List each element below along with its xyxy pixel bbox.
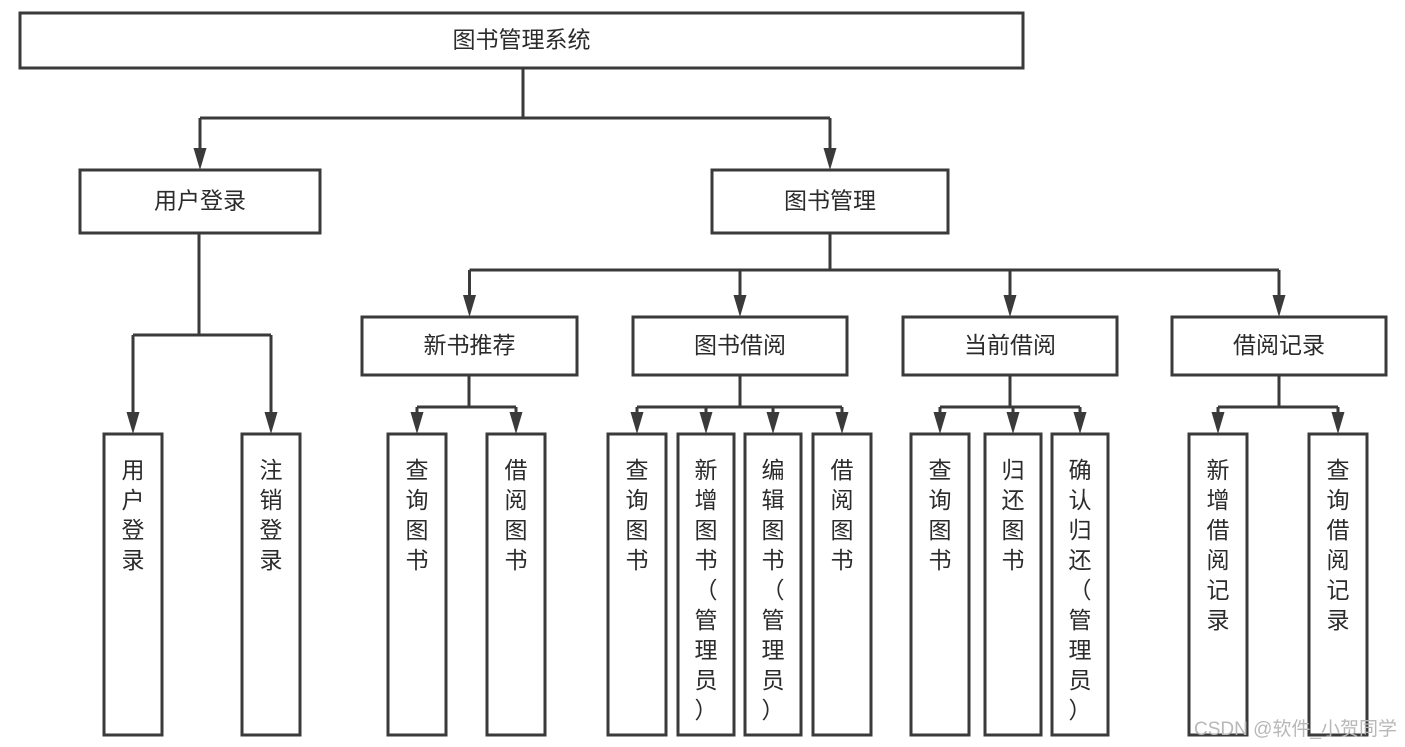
node-label: 用户登录 bbox=[122, 457, 145, 573]
node-label: 归还图书 bbox=[1002, 457, 1025, 573]
connector-arrowhead bbox=[766, 412, 780, 434]
node-leaf-7[interactable]: 借阅图书 bbox=[811, 432, 873, 737]
node-label: 当前借阅 bbox=[964, 332, 1056, 358]
node-label: 查询图书 bbox=[626, 457, 649, 573]
node-label: 借阅图书 bbox=[831, 457, 854, 573]
node-box[interactable] bbox=[983, 432, 1043, 737]
node-box[interactable] bbox=[811, 432, 873, 737]
node-leaf-0[interactable]: 用户登录 bbox=[102, 432, 164, 737]
node-leaf-8[interactable]: 查询图书 bbox=[909, 432, 971, 737]
connector-arrowhead bbox=[699, 412, 713, 434]
node-label: 查询图书 bbox=[929, 457, 952, 573]
connector-arrowhead bbox=[1003, 295, 1017, 317]
node-box[interactable] bbox=[901, 315, 1119, 377]
node-leaf-6[interactable]: 编辑图书（管理员） bbox=[743, 432, 803, 737]
node-box[interactable] bbox=[386, 432, 448, 737]
node-box[interactable] bbox=[1050, 432, 1110, 737]
node-label: 借阅图书 bbox=[505, 457, 528, 573]
node-level3-0[interactable]: 新书推荐 bbox=[360, 315, 579, 377]
connector-arrowhead bbox=[1006, 412, 1020, 434]
node-box[interactable] bbox=[78, 168, 322, 235]
node-label: 图书管理 bbox=[784, 188, 876, 214]
node-leaf-10[interactable]: 确认归还（管理员） bbox=[1050, 432, 1110, 737]
node-leaf-12[interactable]: 查询借阅记录 bbox=[1307, 432, 1369, 737]
node-leaf-5[interactable]: 新增图书（管理员） bbox=[676, 432, 736, 737]
node-box[interactable] bbox=[606, 432, 668, 737]
node-leaf-11[interactable]: 新增借阅记录 bbox=[1187, 432, 1249, 737]
connector-arrowhead bbox=[410, 412, 424, 434]
node-label: 确认归还（管理员） bbox=[1069, 457, 1092, 723]
connector-arrowhead bbox=[1272, 295, 1286, 317]
node-label: 借阅记录 bbox=[1233, 332, 1325, 358]
node-label: 用户登录 bbox=[154, 188, 246, 214]
connector-arrowhead bbox=[630, 412, 644, 434]
node-root[interactable]: 图书管理系统 bbox=[18, 11, 1025, 70]
node-level3-3[interactable]: 借阅记录 bbox=[1170, 315, 1388, 377]
node-box[interactable] bbox=[485, 432, 547, 737]
node-label: 查询借阅记录 bbox=[1327, 457, 1350, 633]
node-leaf-2[interactable]: 查询图书 bbox=[386, 432, 448, 737]
node-box[interactable] bbox=[743, 432, 803, 737]
connector-arrowhead bbox=[1073, 412, 1087, 434]
node-box[interactable] bbox=[909, 432, 971, 737]
node-box[interactable] bbox=[18, 11, 1025, 70]
connector-arrowhead bbox=[193, 148, 207, 170]
node-label: 新增借阅记录 bbox=[1207, 457, 1230, 633]
node-leaf-9[interactable]: 归还图书 bbox=[983, 432, 1043, 737]
node-box[interactable] bbox=[1307, 432, 1369, 737]
connector-arrowhead bbox=[835, 412, 849, 434]
node-box[interactable] bbox=[240, 432, 302, 737]
node-leaf-4[interactable]: 查询图书 bbox=[606, 432, 668, 737]
connector-arrowhead bbox=[823, 148, 837, 170]
node-box[interactable] bbox=[710, 168, 950, 235]
node-box[interactable] bbox=[1187, 432, 1249, 737]
connector-arrowhead bbox=[126, 412, 140, 434]
node-label: 注销登录 bbox=[260, 457, 283, 573]
node-box[interactable] bbox=[631, 315, 849, 377]
node-level2-1[interactable]: 图书管理 bbox=[710, 168, 950, 235]
node-label: 新增图书（管理员） bbox=[695, 457, 718, 723]
node-leaf-3[interactable]: 借阅图书 bbox=[485, 432, 547, 737]
node-label: 查询图书 bbox=[406, 457, 429, 573]
connector-arrowhead bbox=[1211, 412, 1225, 434]
connector-arrowhead bbox=[933, 412, 947, 434]
connector-arrowhead bbox=[733, 295, 747, 317]
connector-arrowhead bbox=[264, 412, 278, 434]
node-label: 编辑图书（管理员） bbox=[762, 457, 785, 723]
node-label: 图书管理系统 bbox=[453, 27, 591, 53]
connector-arrowhead bbox=[463, 295, 476, 317]
connector-arrowhead bbox=[1331, 412, 1345, 434]
connector-arrowhead bbox=[509, 412, 523, 434]
node-level3-1[interactable]: 图书借阅 bbox=[631, 315, 849, 377]
node-label: 新书推荐 bbox=[424, 332, 516, 358]
node-box[interactable] bbox=[360, 315, 579, 377]
node-layer: 图书管理系统用户登录图书管理新书推荐图书借阅当前借阅借阅记录用户登录注销登录查询… bbox=[18, 11, 1388, 737]
connector-layer bbox=[126, 68, 1345, 434]
node-level2-0[interactable]: 用户登录 bbox=[78, 168, 322, 235]
watermark-text: CSDN @软件_小贺同学 bbox=[1194, 719, 1397, 740]
node-leaf-1[interactable]: 注销登录 bbox=[240, 432, 302, 737]
node-box[interactable] bbox=[1170, 315, 1388, 377]
node-box[interactable] bbox=[676, 432, 736, 737]
node-level3-2[interactable]: 当前借阅 bbox=[901, 315, 1119, 377]
node-box[interactable] bbox=[102, 432, 164, 737]
node-label: 图书借阅 bbox=[694, 332, 786, 358]
